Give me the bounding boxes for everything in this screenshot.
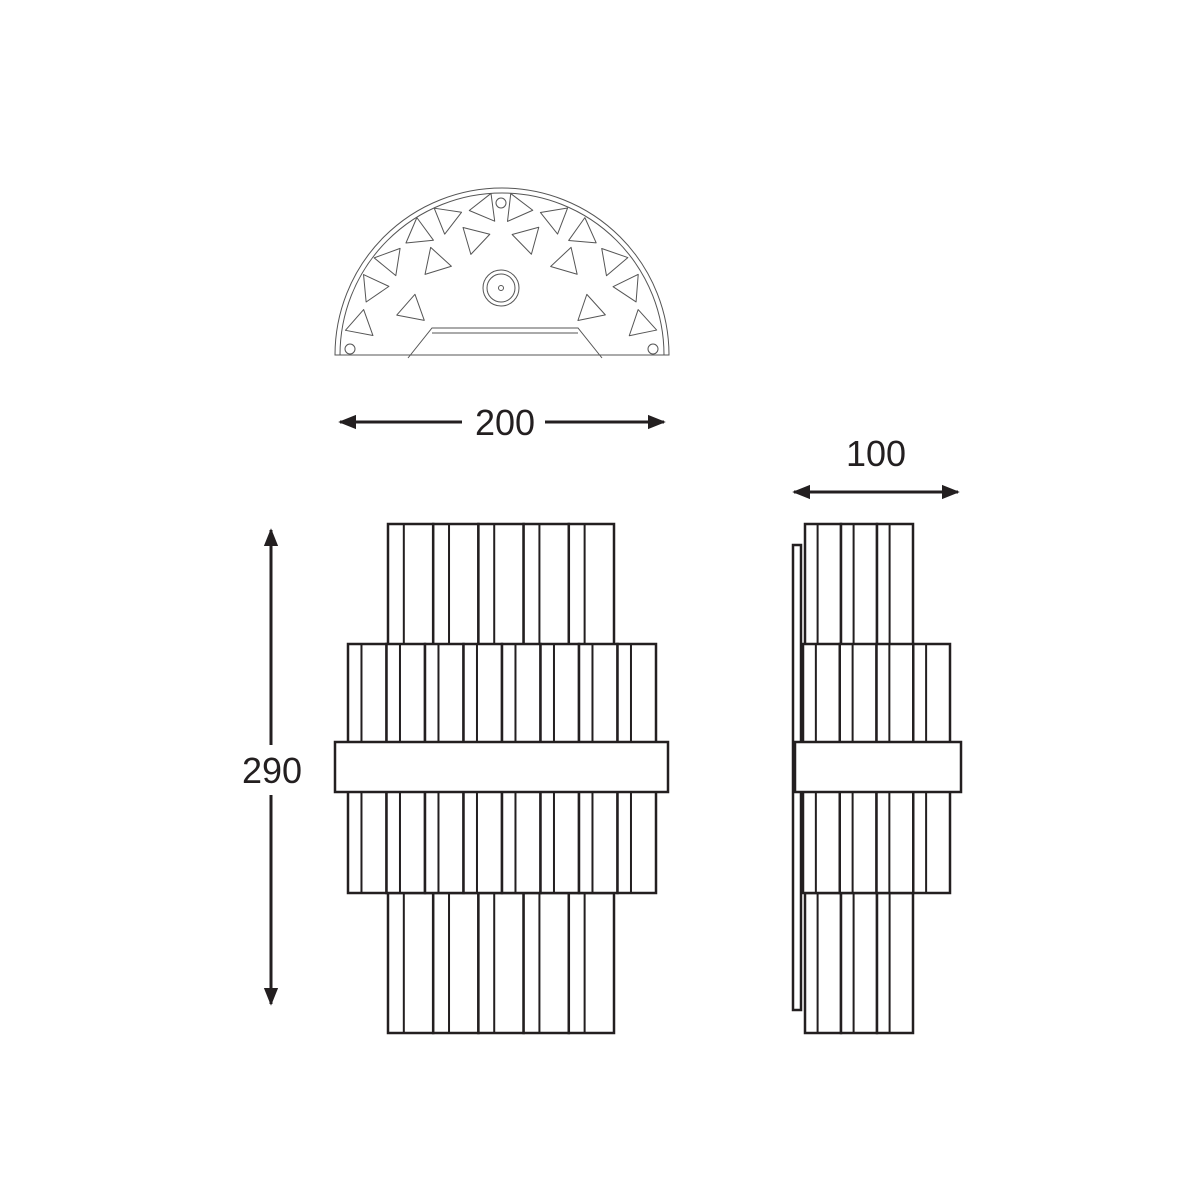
screw-icon xyxy=(495,197,507,209)
crystal-triangle xyxy=(539,207,569,235)
crystal-rod xyxy=(839,522,879,647)
crystal-triangle xyxy=(577,293,606,322)
screw-icon xyxy=(647,343,659,355)
crystal-triangle xyxy=(568,217,597,244)
crystal-rod xyxy=(839,891,879,1035)
crystal-triangle xyxy=(405,217,434,244)
crystal-rod xyxy=(477,891,525,1035)
center-fitting-outer xyxy=(482,269,520,307)
crystal-triangle xyxy=(612,273,639,303)
crystal-triangle xyxy=(468,192,496,222)
depth-dimension-label: 100 xyxy=(846,433,906,474)
crystal-triangle xyxy=(344,309,374,337)
crystal-rod xyxy=(875,522,915,647)
crystal-triangle xyxy=(433,207,463,235)
side-view xyxy=(791,522,963,1035)
crystal-rod xyxy=(431,891,480,1035)
crystal-triangle xyxy=(363,274,390,303)
crystal-triangle xyxy=(601,247,629,277)
crystal-rod xyxy=(803,522,843,647)
crystal-triangle xyxy=(373,247,401,277)
crystal-triangle xyxy=(550,246,578,275)
center-fitting-hole xyxy=(498,285,504,291)
metal-band xyxy=(793,740,963,794)
crystal-rod xyxy=(477,522,525,647)
crystal-rod xyxy=(803,891,843,1035)
front-view xyxy=(333,522,670,1035)
crystal-rod xyxy=(567,891,616,1035)
height-dimension-label: 290 xyxy=(242,750,302,791)
crystal-rod xyxy=(567,522,616,647)
crystal-triangle xyxy=(396,293,425,321)
mounting-bracket xyxy=(407,327,603,359)
top-view-inner-arc xyxy=(339,192,665,356)
crystal-rod xyxy=(875,891,915,1035)
crystal-triangle xyxy=(506,193,534,222)
crystal-triangle xyxy=(424,246,452,275)
crystal-rod xyxy=(431,522,480,647)
metal-band xyxy=(333,740,670,794)
crystal-rod xyxy=(386,522,435,647)
crystal-rod xyxy=(522,522,571,647)
screw-icon xyxy=(344,343,356,355)
crystal-rod xyxy=(522,891,571,1035)
top-view-outer-arc xyxy=(334,187,670,356)
width-dimension-label: 200 xyxy=(475,402,535,443)
crystal-triangle xyxy=(511,226,540,255)
top-view xyxy=(334,187,670,359)
crystal-triangle xyxy=(628,309,658,337)
crystal-triangle xyxy=(462,226,491,255)
crystal-rod xyxy=(386,891,435,1035)
